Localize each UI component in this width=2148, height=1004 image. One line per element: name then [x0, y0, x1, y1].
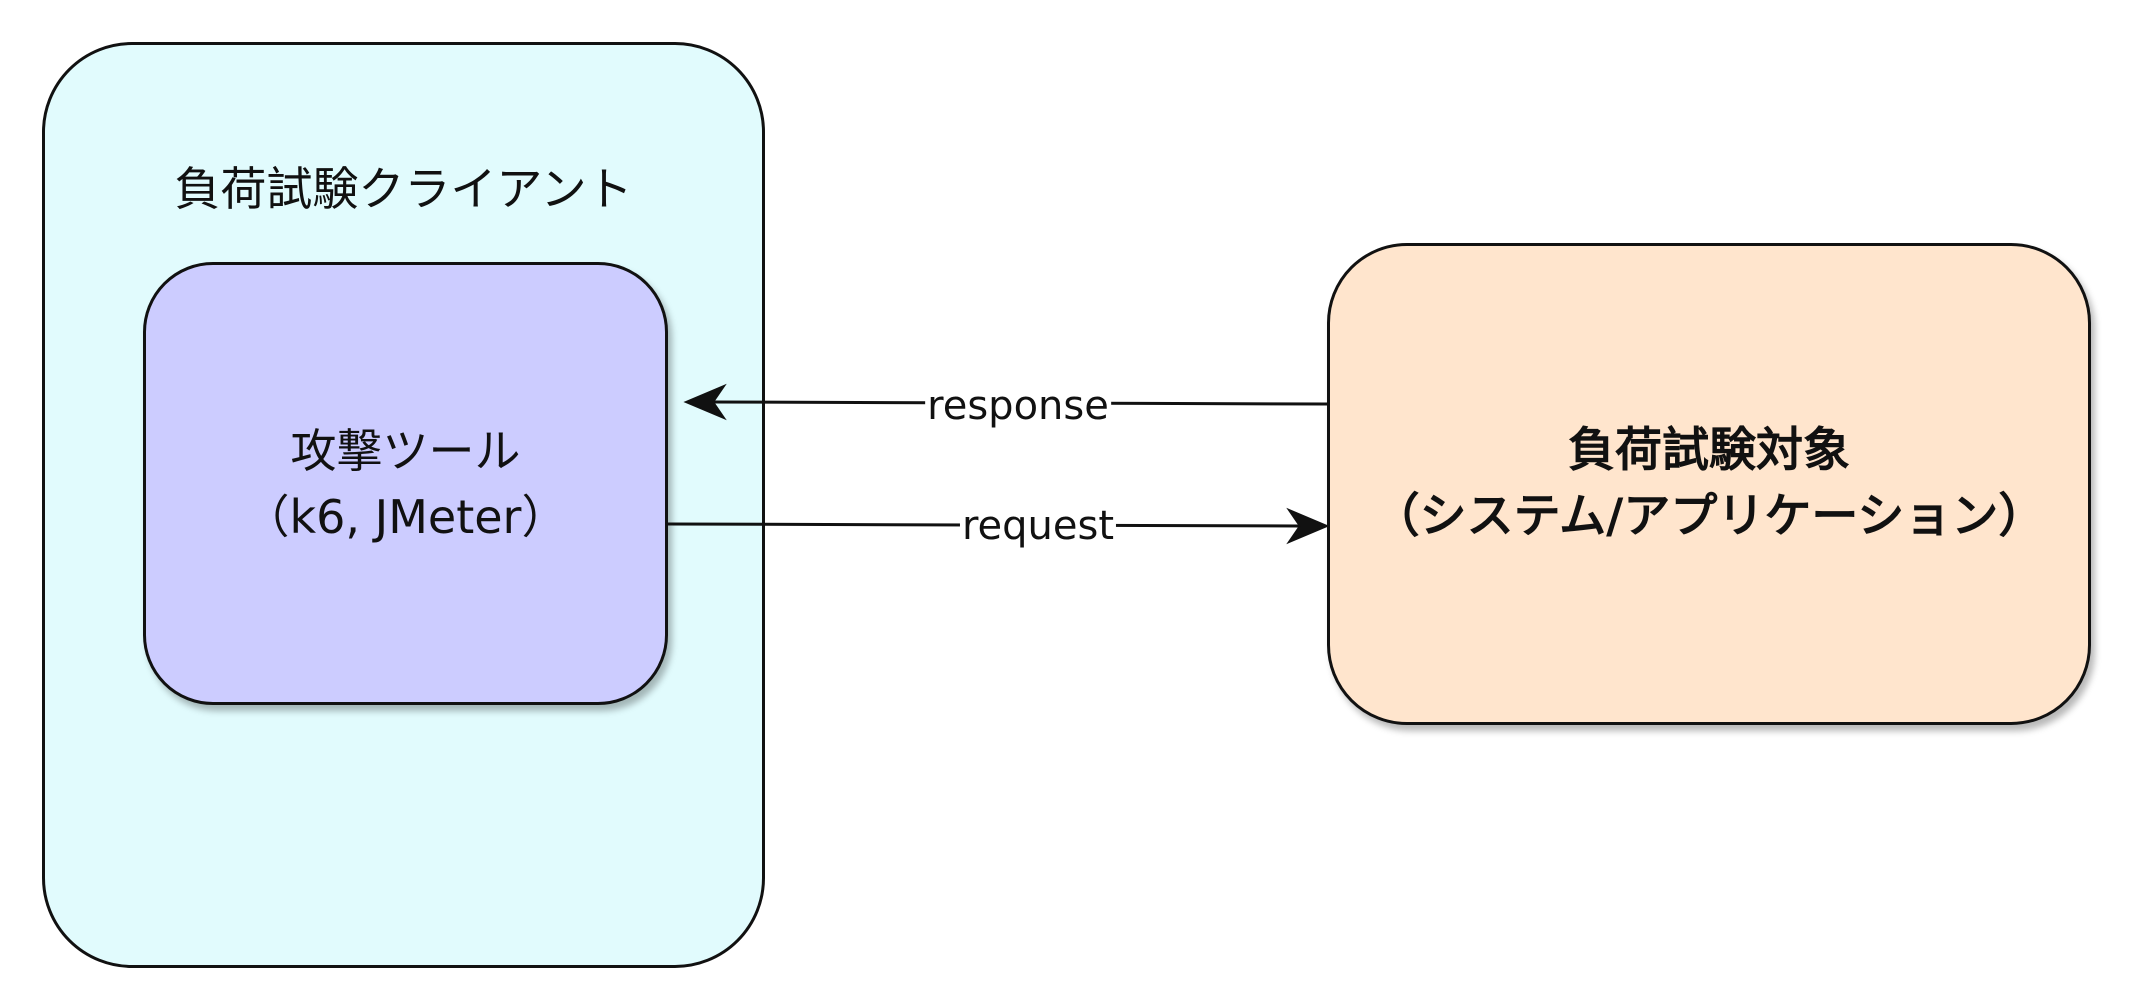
request-edge-label: request: [959, 503, 1117, 549]
load-test-client-title: 負荷試験クライアント: [174, 162, 633, 216]
attack-tool-label-line2: （k6, JMeter）: [243, 489, 568, 544]
response-arrowhead: [683, 383, 727, 421]
request-arrowhead: [1286, 507, 1330, 545]
attack-tool-node: 攻撃ツール （k6, JMeter）: [143, 262, 668, 705]
response-edge-label: response: [925, 383, 1111, 429]
load-test-target-label: 負荷試験対象 （システム/アプリケーション）: [1373, 418, 2046, 550]
load-test-target-node: 負荷試験対象 （システム/アプリケーション）: [1327, 243, 2091, 725]
attack-tool-label-line1: 攻撃ツール: [290, 423, 521, 478]
load-test-target-label-line1: 負荷試験対象: [1567, 423, 1850, 478]
load-test-target-label-line2: （システム/アプリケーション）: [1372, 489, 2046, 544]
attack-tool-label: 攻撃ツール （k6, JMeter）: [244, 418, 568, 550]
